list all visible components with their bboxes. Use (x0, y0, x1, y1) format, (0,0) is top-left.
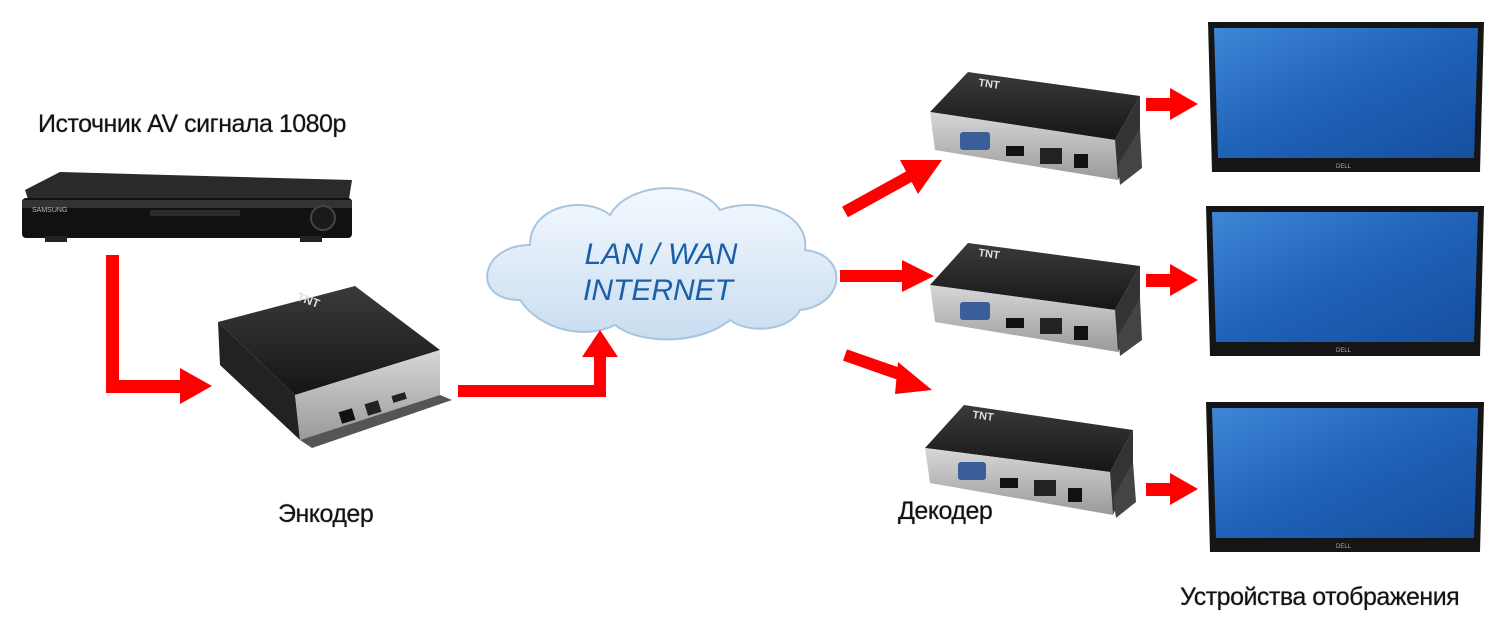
decoder-2-brand-text: TNT (978, 247, 1001, 262)
arrow-source-to-encoder (106, 255, 212, 404)
decoder-device-1: TNT (930, 72, 1142, 185)
monitor-3-brand-text: DELL (1336, 544, 1352, 550)
arrow-decoder-1-to-monitor-1 (1146, 88, 1198, 120)
monitor-2: DELL (1206, 206, 1484, 356)
arrow-cloud-to-decoder-1 (842, 160, 942, 218)
decoder-1-brand-text: TNT (978, 77, 1001, 92)
decoder-3-brand-text: TNT (972, 409, 995, 424)
arrow-cloud-to-decoder-2 (840, 260, 934, 292)
arrow-cloud-to-decoder-3 (843, 349, 932, 394)
decoder-device-3: TNT (925, 405, 1136, 518)
network-cloud: LAN / WAN INTERNET (486, 187, 838, 341)
monitor-2-brand-text: DELL (1336, 348, 1352, 354)
encoder-label: Энкодер (278, 500, 374, 528)
monitor-1-brand-text: DELL (1336, 164, 1352, 170)
arrow-decoder-3-to-monitor-3 (1146, 473, 1198, 505)
source-brand-text: SAMSUNG (32, 207, 67, 214)
cloud-line-1: LAN / WAN (585, 238, 738, 271)
decoder-label: Декодер (898, 497, 993, 525)
cloud-line-2: INTERNET (583, 274, 736, 307)
monitor-1: DELL (1208, 22, 1484, 172)
monitor-3: DELL (1206, 402, 1484, 552)
source-player: SAMSUNG (22, 172, 352, 242)
arrow-encoder-to-cloud (458, 330, 618, 397)
displays-label: Устройства отображения (1180, 583, 1460, 611)
source-label: Источник AV сигнала 1080p (38, 110, 346, 138)
decoder-device-2: TNT (930, 243, 1142, 356)
encoder-device: TNT (218, 286, 452, 448)
arrow-decoder-2-to-monitor-2 (1146, 264, 1198, 296)
